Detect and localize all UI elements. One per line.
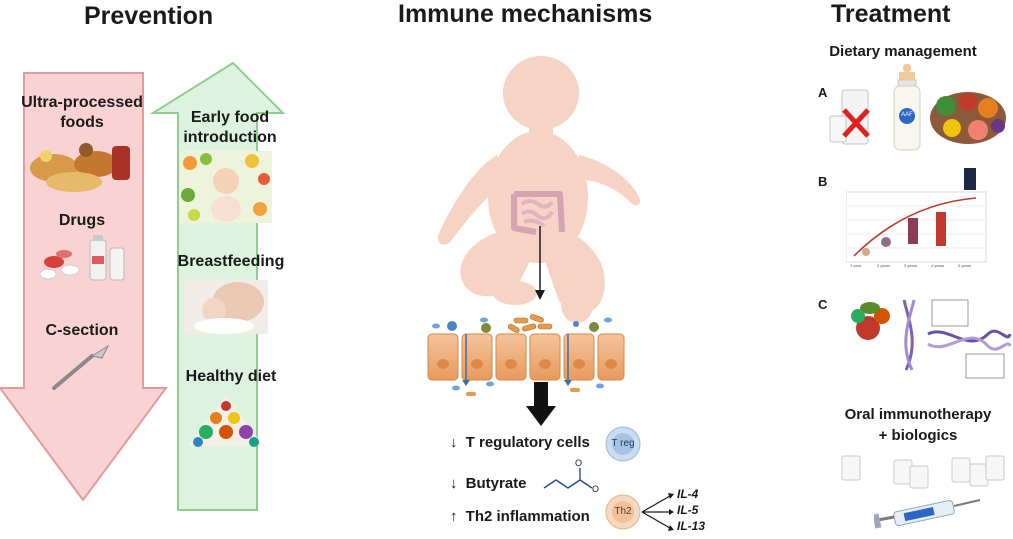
oral-immunotherapy-line2: + biologics xyxy=(878,427,958,444)
milk-avoidance-image xyxy=(829,89,870,145)
butyrate-oxygen-right: O xyxy=(592,484,600,494)
immune-mechanisms-title: Immune mechanisms xyxy=(398,0,653,28)
protective-item-breastfeeding: Breastfeeding xyxy=(177,253,285,270)
mechanism-treg: ↓ T regulatory cells xyxy=(450,434,590,451)
whole-foods-image xyxy=(930,92,1006,144)
scalpel-image xyxy=(52,344,110,390)
growth-tick-1: 1 year xyxy=(850,263,862,268)
protective-item-healthy-diet: Healthy diet xyxy=(185,368,277,385)
prevention-title: Prevention xyxy=(84,2,214,30)
intestine-icon xyxy=(511,191,565,235)
dietary-management-label: Dietary management xyxy=(829,43,977,60)
ultra-processed-foods-image xyxy=(30,143,130,192)
drugs-image xyxy=(39,235,125,281)
syringe-image xyxy=(874,499,981,529)
treatment-letter-b: B xyxy=(818,174,828,189)
treg-arrow: ↓ xyxy=(450,434,458,451)
gut-epithelium xyxy=(427,314,625,396)
th2-badge-label: Th2 xyxy=(614,506,632,517)
nutrigenomics-image xyxy=(851,299,1012,379)
oral-immunotherapy-line1: Oral immunotherapy xyxy=(844,406,992,423)
gut-to-epithelium-arrow xyxy=(535,226,545,300)
growth-tick-5: 5 years xyxy=(958,263,972,268)
treatment-title: Treatment xyxy=(831,0,951,28)
aaf-bottle-image xyxy=(893,64,921,151)
growth-chart-image xyxy=(846,168,987,263)
th2-cell-icon xyxy=(605,494,641,530)
protective-item-early-food-introduction: Early food introduction xyxy=(183,109,277,146)
growth-tick-4: 4 years xyxy=(931,263,945,268)
growth-tick-2: 2 years xyxy=(877,263,891,268)
mechanism-butyrate: ↓ Butyrate xyxy=(450,475,527,492)
risk-item-c-section: C-section xyxy=(45,322,119,339)
result-down-arrow xyxy=(526,382,556,426)
treg-cell-icon xyxy=(605,426,641,462)
th2-arrow: ↑ xyxy=(450,508,458,525)
butyrate-arrow: ↓ xyxy=(450,475,458,492)
healthy-diet-pyramid-image xyxy=(188,396,264,447)
butyrate-oxygen-top: O xyxy=(575,458,583,468)
treatment-letter-a: A xyxy=(818,85,828,100)
aaf-label: AAF xyxy=(901,112,913,118)
treg-label: T regulatory cells xyxy=(465,434,590,451)
butyrate-structure xyxy=(543,468,593,489)
butyrate-label: Butyrate xyxy=(465,475,527,492)
interleukin-il4: IL-4 xyxy=(677,487,699,501)
th2-label: Th2 inflammation xyxy=(465,508,590,525)
th2-cytokine-arrows xyxy=(641,493,674,531)
milk-cups-image xyxy=(841,455,1005,489)
mechanism-th2: ↑ Th2 inflammation xyxy=(450,508,590,525)
risk-item-drugs: Drugs xyxy=(58,212,106,229)
treg-badge-label: T reg xyxy=(611,438,635,449)
interleukin-il5: IL-5 xyxy=(677,503,699,517)
breastfeeding-image xyxy=(184,280,268,334)
treatment-letter-c: C xyxy=(818,297,828,312)
interleukin-il13: IL-13 xyxy=(677,519,706,533)
early-food-baby-image xyxy=(180,151,272,223)
growth-tick-3: 3 years xyxy=(904,263,918,268)
risk-item-ultra-processed-foods: Ultra-processed foods xyxy=(21,94,143,131)
